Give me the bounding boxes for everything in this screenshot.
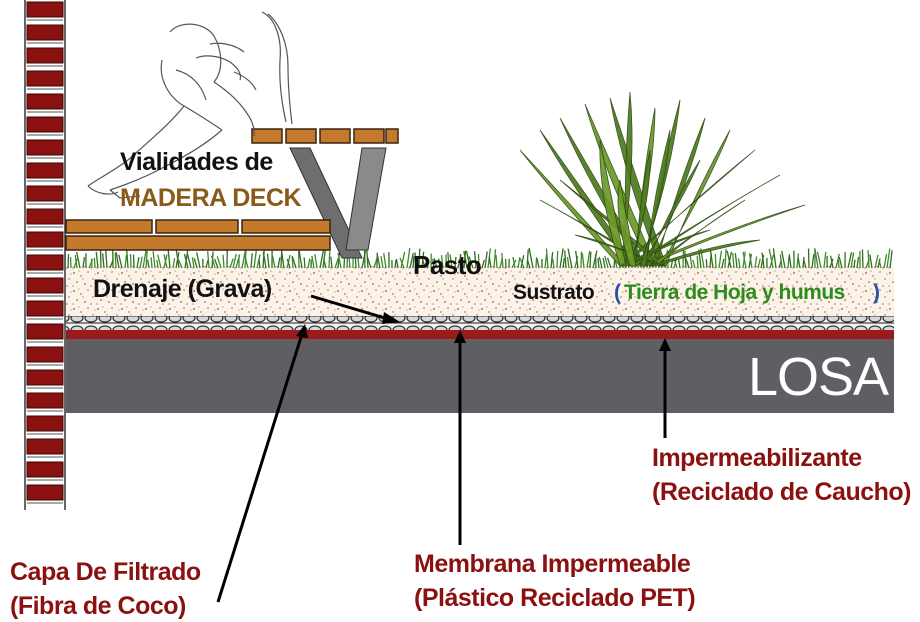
wood-deck xyxy=(65,219,331,251)
capa-filtrado-label: Capa De Filtrado xyxy=(10,558,201,586)
pointer-arrows xyxy=(216,294,671,603)
grass-strip xyxy=(67,247,893,269)
impermeabilizante-detail-label: (Reciclado de Caucho) xyxy=(652,478,912,506)
membrana-label: Membrana Impermeable xyxy=(414,550,691,578)
brick-wall xyxy=(24,0,66,510)
drenaje-label: Drenaje (Grava) xyxy=(93,275,272,303)
bench xyxy=(251,128,399,259)
seated-person-sketch xyxy=(87,11,293,199)
substrate-layer xyxy=(66,266,894,316)
membrana-detail-label: (Plástico Reciclado PET) xyxy=(414,584,696,612)
losa-label: LOSA xyxy=(748,347,889,407)
vialidades-label: Vialidades de xyxy=(120,148,273,176)
madera-deck-label: MADERA DECK xyxy=(120,184,302,212)
sustrato-label: Sustrato xyxy=(513,281,595,304)
plant xyxy=(519,91,806,267)
waterproofing-layer xyxy=(66,330,894,339)
impermeabilizante-label: Impermeabilizante xyxy=(652,444,862,472)
capa-filtrado-detail-label: (Fibra de Coco) xyxy=(10,592,186,620)
concrete-slab xyxy=(66,338,894,413)
tierra-label: Tierra de Hoja y humus xyxy=(624,281,845,304)
pasto-label: Pasto xyxy=(413,250,482,280)
tierra-open-bracket: ( xyxy=(614,281,621,304)
tierra-close-bracket: ) xyxy=(873,281,880,304)
